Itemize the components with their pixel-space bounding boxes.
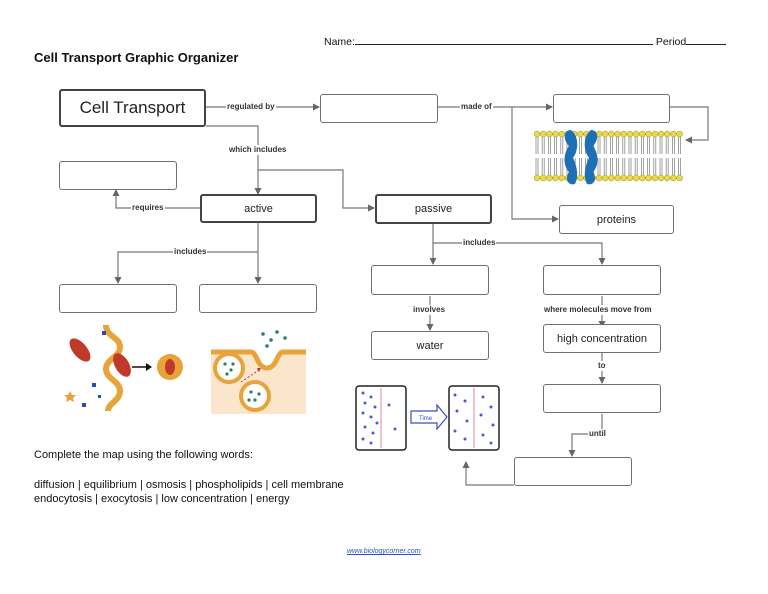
phospholipid-head <box>632 174 640 182</box>
time-arrow-label: Time <box>419 416 433 422</box>
word-bank-instruction: Complete the map using the following wor… <box>34 449 253 461</box>
node-passive-right-blank[interactable] <box>543 265 661 295</box>
phospholipid-head <box>676 174 683 182</box>
vesicle-icon <box>213 352 245 384</box>
diffusion-illustration: Time <box>355 385 500 451</box>
phospholipid-head <box>533 174 541 182</box>
phospholipid-head <box>601 174 609 182</box>
phospholipid-head <box>657 174 665 182</box>
cell-membrane-illustration <box>533 130 683 185</box>
page-title: Cell Transport Graphic Organizer <box>34 50 239 65</box>
phospholipid-head <box>533 130 541 138</box>
phospholipid-head <box>614 130 621 138</box>
phospholipid-head <box>663 130 671 138</box>
phospholipid-head <box>595 174 603 182</box>
cell-red-icon <box>69 338 91 362</box>
cell-red-icon <box>113 353 131 377</box>
phospholipid-head <box>608 130 615 138</box>
channel-protein-right-icon <box>584 130 598 185</box>
link-involves: involves <box>412 305 447 315</box>
link-to: to <box>597 361 607 371</box>
node-high-concentration: high concentration <box>543 324 661 353</box>
node-active: active <box>200 194 317 223</box>
link-regulated-by: regulated by <box>226 102 276 112</box>
phospholipid-head <box>670 174 677 182</box>
phospholipid-head <box>645 130 652 138</box>
phospholipid-head <box>552 130 559 138</box>
node-passive-left-blank[interactable] <box>371 265 489 295</box>
phospholipid-head <box>626 130 634 138</box>
phospholipid-head <box>639 174 646 182</box>
node-passive: passive <box>375 194 492 224</box>
phospholipid-head <box>676 130 683 138</box>
link-includes-passive: includes <box>462 238 497 248</box>
time-arrow-icon <box>410 403 448 431</box>
name-blank[interactable] <box>354 34 653 45</box>
phospholipid-head <box>632 130 640 138</box>
phospholipid-head <box>558 174 566 182</box>
period-label: Period <box>655 36 687 48</box>
phospholipid-head <box>546 174 553 182</box>
phospholipid-head <box>620 174 628 182</box>
node-made-of-blank[interactable] <box>553 94 670 123</box>
node-proteins: proteins <box>559 205 674 234</box>
name-label: Name: <box>324 36 355 48</box>
phospholipid-head <box>614 174 621 182</box>
word-bank-line-1: diffusion | equilibrium | osmosis | phos… <box>34 479 344 491</box>
node-to-blank[interactable] <box>543 384 661 413</box>
phospholipid-head <box>608 174 615 182</box>
node-water: water <box>371 331 489 360</box>
phospholipid-head <box>620 130 628 138</box>
star-icon <box>64 391 76 402</box>
phospholipid-head <box>651 174 659 182</box>
link-which-includes: which includes <box>228 145 288 155</box>
phospholipid-head <box>670 130 677 138</box>
phospholipid-head <box>639 130 646 138</box>
node-active-left-blank[interactable] <box>59 284 177 313</box>
phospholipid-head <box>546 130 553 138</box>
link-until: until <box>588 429 607 439</box>
phospholipid-head <box>601 130 609 138</box>
node-active-right-blank[interactable] <box>199 284 317 313</box>
word-bank-line-2: endocytosis | exocytosis | low concentra… <box>34 493 290 505</box>
exocytosis-illustration <box>211 324 306 414</box>
phospholipid-head <box>539 130 547 138</box>
vesicle-icon <box>239 380 271 412</box>
node-regulated-blank[interactable] <box>320 94 438 123</box>
phospholipid-head <box>577 130 584 138</box>
phospholipid-head <box>626 174 634 182</box>
phospholipid-head <box>539 174 547 182</box>
link-includes-active: includes <box>173 247 208 257</box>
phospholipid-head <box>657 130 665 138</box>
node-until-blank[interactable] <box>514 457 632 486</box>
period-blank[interactable] <box>686 34 727 45</box>
link-requires: requires <box>131 203 165 213</box>
name-field: Name: Period <box>324 34 734 48</box>
phospholipid-head <box>577 174 584 182</box>
node-cell-transport: Cell Transport <box>59 89 206 127</box>
channel-protein-left-icon <box>564 130 578 185</box>
phospholipid-head <box>651 130 659 138</box>
node-requires-blank[interactable] <box>59 161 177 190</box>
phospholipid-head <box>663 174 671 182</box>
phospholipid-head <box>558 130 566 138</box>
footer-link[interactable]: www.biologycorner.com <box>347 548 421 555</box>
endocytosis-illustration <box>64 325 183 411</box>
link-where-molecules: where molecules move from <box>543 305 653 315</box>
link-made-of: made of <box>460 102 493 112</box>
phospholipid-head <box>552 174 559 182</box>
phospholipid-head <box>645 174 652 182</box>
